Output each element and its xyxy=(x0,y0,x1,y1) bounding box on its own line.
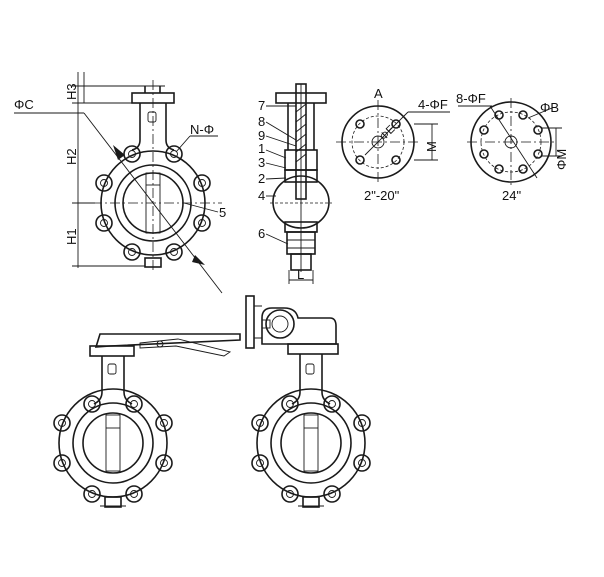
front-view-dimensioned: H3 H2 H1 ΦC N-Φ 5 xyxy=(14,72,226,294)
eight-phi-f-label: 8-ΦF xyxy=(456,91,486,106)
part-6-label: 6 xyxy=(258,226,265,241)
part-7-label: 7 xyxy=(258,98,265,113)
part-2-label: 2 xyxy=(258,171,265,186)
phi-b-label: ΦB xyxy=(540,100,559,115)
neck-slot xyxy=(147,111,157,123)
valve-neck xyxy=(131,103,175,151)
h1-label: H1 xyxy=(64,228,79,245)
m-label: M xyxy=(424,141,439,152)
flange-view-large: 8-ΦF ΦB ΦM 24" xyxy=(456,91,569,203)
gearbox xyxy=(261,307,337,345)
size-small-label: 2"-20" xyxy=(364,188,400,203)
flange-view-small: ΦE A 4-ΦF M 2"-20" xyxy=(336,86,450,203)
n-phi-label: N-Φ xyxy=(190,122,214,137)
h2-label: H2 xyxy=(64,148,79,165)
handwheel xyxy=(245,295,255,349)
phi-c-label: ΦC xyxy=(14,97,34,112)
four-phi-f-label: 4-ΦF xyxy=(418,97,448,112)
part-4-label: 4 xyxy=(258,188,265,203)
a-label: A xyxy=(374,86,383,101)
part-3-label: 3 xyxy=(258,155,265,170)
size-large-label: 24" xyxy=(502,188,521,203)
disc xyxy=(272,175,330,229)
lever-operated-valve xyxy=(53,333,241,508)
h3-label: H3 xyxy=(64,83,79,100)
part-8-label: 8 xyxy=(258,114,265,129)
part-5-label: 5 xyxy=(219,205,226,220)
phi-m-label: ΦM xyxy=(554,149,569,170)
part-1-label: 1 xyxy=(258,141,265,156)
l-label: L xyxy=(297,267,304,282)
gear-operated-valve xyxy=(245,295,371,508)
side-section-view: L 7 8 9 1 3 2 4 6 xyxy=(258,83,332,284)
part-9-label: 9 xyxy=(258,128,265,143)
phi-e-label: ΦE xyxy=(378,123,398,143)
